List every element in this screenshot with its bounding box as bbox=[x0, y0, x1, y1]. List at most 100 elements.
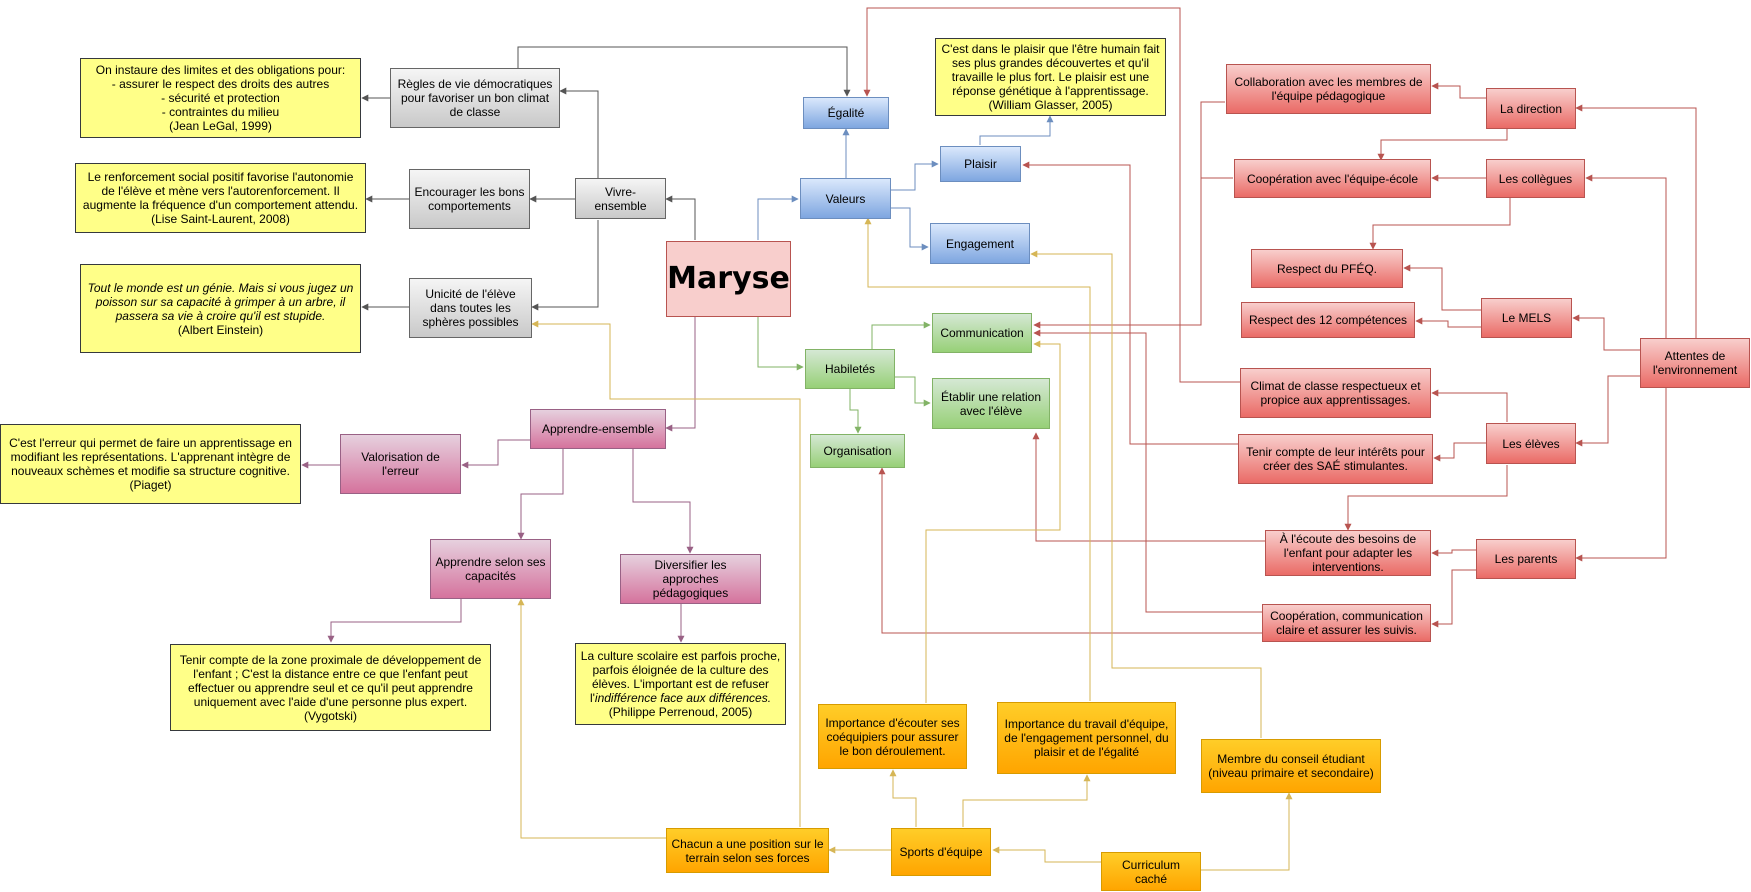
node-vivre-ensemble[interactable]: Vivre- ensemble bbox=[575, 178, 666, 219]
node-diversifier[interactable]: Diversifier les approches pédagogiques bbox=[620, 554, 761, 604]
node-label: Égalité bbox=[827, 106, 865, 120]
node-curriculum-cache[interactable]: Curriculum caché bbox=[1101, 852, 1201, 891]
note-text: Le renforcement social positif favorise … bbox=[82, 170, 359, 226]
note-vygotski: Tenir compte de la zone proximale de dév… bbox=[170, 644, 491, 731]
node-habiletes[interactable]: Habiletés bbox=[805, 349, 895, 389]
edge-apprendre-valorisation bbox=[461, 439, 530, 469]
node-label: Valorisation de l'erreur bbox=[361, 450, 440, 478]
node-collaboration[interactable]: Collaboration avec les membres de l'équi… bbox=[1226, 64, 1431, 114]
node-organisation[interactable]: Organisation bbox=[810, 434, 905, 468]
node-egalite[interactable]: Égalité bbox=[803, 97, 889, 129]
node-parents[interactable]: Les parents bbox=[1476, 539, 1576, 579]
node-direction[interactable]: La direction bbox=[1486, 88, 1576, 129]
edge-collaboration-communication bbox=[1033, 101, 1225, 329]
node-label: Les collègues bbox=[1498, 171, 1573, 186]
edge-attentes-mels bbox=[1572, 314, 1640, 351]
node-regles-de-vie[interactable]: Règles de vie démocratiques pour favoris… bbox=[390, 68, 560, 128]
node-plaisir[interactable]: Plaisir bbox=[940, 146, 1021, 182]
node-mels[interactable]: Le MELS bbox=[1481, 298, 1572, 338]
node-label: Unicité de l'élève dans toutes les sphèr… bbox=[422, 287, 519, 329]
node-capacites[interactable]: Apprendre selon ses capacités bbox=[430, 539, 551, 599]
edge-maryse-vivre bbox=[665, 195, 696, 240]
node-label: Membre du conseil étudiant (niveau prima… bbox=[1208, 752, 1374, 780]
note-text: On instaure des limites et des obligatio… bbox=[95, 63, 346, 133]
node-communication[interactable]: Communication bbox=[932, 313, 1032, 353]
node-conseil-etudiant[interactable]: Membre du conseil étudiant (niveau prima… bbox=[1201, 739, 1381, 793]
node-competences[interactable]: Respect des 12 compétences bbox=[1241, 302, 1415, 338]
note-text-part2: indifférence face aux différences. bbox=[594, 691, 772, 705]
node-valorisation-erreur[interactable]: Valorisation de l'erreur bbox=[340, 434, 461, 494]
node-label: Établir une relation avec l'élève bbox=[940, 389, 1042, 418]
node-cooperation-ecole[interactable]: Coopération avec l'équipe-école bbox=[1234, 159, 1431, 198]
node-sports-equipe[interactable]: Sports d'équipe bbox=[891, 828, 991, 876]
edge-attentes-collegues bbox=[1585, 174, 1667, 340]
edge-attentes-parents bbox=[1575, 388, 1667, 562]
edge-mels-competences bbox=[1415, 317, 1481, 328]
edge-maryse-valeurs bbox=[757, 195, 799, 240]
note-piaget: C'est l'erreur qui permet de faire un ap… bbox=[0, 424, 301, 504]
edge-travail-engagement bbox=[864, 217, 1091, 701]
node-attentes[interactable]: Attentes de l'environnement bbox=[1640, 338, 1750, 388]
node-ecoute-besoins[interactable]: À l'écoute des besoins de l'enfant pour … bbox=[1265, 530, 1431, 576]
edge-curriculum-sports bbox=[992, 846, 1101, 863]
central-node-label: Maryse bbox=[667, 261, 790, 296]
node-eleves[interactable]: Les élèves bbox=[1486, 423, 1576, 464]
edge-habiletes-relation bbox=[895, 376, 931, 407]
note-glasser: C'est dans le plaisir que l'être humain … bbox=[935, 38, 1166, 116]
node-valeurs[interactable]: Valeurs bbox=[800, 178, 891, 219]
edge-chacun-unicite bbox=[531, 320, 801, 827]
edge-attentes-direction bbox=[1575, 104, 1697, 340]
node-label: Les parents bbox=[1494, 552, 1558, 566]
edge-valeurs-plaisir bbox=[891, 160, 939, 191]
edge-climat-egalite bbox=[863, 7, 1240, 383]
node-label: Organisation bbox=[823, 444, 892, 458]
node-label: Plaisir bbox=[964, 157, 997, 171]
edge-coop-communication bbox=[1033, 329, 1262, 613]
edge-eleves-interets bbox=[1433, 442, 1486, 462]
node-label: Collaboration avec les membres de l'équi… bbox=[1234, 75, 1423, 103]
central-node-maryse[interactable]: Maryse bbox=[666, 241, 791, 317]
node-label: Diversifier les approches pédagogiques bbox=[652, 558, 729, 600]
edge-maryse-apprendre bbox=[665, 317, 696, 432]
node-label: Valeurs bbox=[825, 191, 866, 206]
edge-parents-besoins bbox=[1431, 549, 1476, 557]
node-label: Apprendre-ensemble bbox=[541, 422, 655, 436]
node-label: Communication bbox=[940, 326, 1024, 340]
node-pfeq[interactable]: Respect du PFÉQ. bbox=[1251, 249, 1403, 288]
node-unicite[interactable]: Unicité de l'élève dans toutes les sphèr… bbox=[409, 278, 532, 338]
node-label: Attentes de l'environnement bbox=[1652, 349, 1738, 377]
edge-vivre-regles bbox=[559, 87, 599, 178]
edge-direction-collaboration bbox=[1431, 82, 1486, 99]
note-quote: Tout le monde est un génie. Mais si vous… bbox=[87, 280, 354, 323]
edge-regles-egalite bbox=[517, 46, 851, 97]
node-label: Tenir compte de leur intérêts pour créer… bbox=[1246, 445, 1425, 473]
node-cooperation-parents[interactable]: Coopération, communication claire et ass… bbox=[1262, 604, 1431, 642]
edge-apprendre-diversifier bbox=[632, 449, 694, 554]
node-label: Importance du travail d'équipe, de l'eng… bbox=[1004, 717, 1169, 759]
node-climat[interactable]: Climat de classe respectueux et propice … bbox=[1240, 368, 1431, 418]
edge-curriculum-conseil bbox=[1201, 792, 1293, 871]
node-relation[interactable]: Établir une relation avec l'élève bbox=[932, 378, 1050, 429]
edge-mels-pfeq bbox=[1403, 264, 1481, 311]
edge-eleves-besoins bbox=[1344, 465, 1508, 531]
node-chacun-position[interactable]: Chacun a une position sur le terrain sel… bbox=[666, 828, 829, 873]
node-encourager[interactable]: Encourager les bons comportements bbox=[409, 169, 530, 229]
edge-habiletes-communication bbox=[871, 321, 931, 352]
edge-direction-pfeq-cooperation bbox=[1377, 129, 1508, 161]
node-ecouter[interactable]: Importance d'écouter ses coéquipiers pou… bbox=[818, 704, 967, 769]
note-text: C'est l'erreur qui permet de faire un ap… bbox=[9, 436, 292, 492]
note-author: (Albert Einstein) bbox=[177, 322, 264, 337]
node-engagement[interactable]: Engagement bbox=[930, 223, 1030, 264]
node-label: Règles de vie démocratiques pour favoris… bbox=[397, 77, 553, 119]
node-label: Respect des 12 compétences bbox=[1248, 313, 1408, 327]
node-travail-equipe[interactable]: Importance du travail d'équipe, de l'eng… bbox=[997, 702, 1176, 774]
node-interets[interactable]: Tenir compte de leur intérêts pour créer… bbox=[1238, 434, 1433, 484]
note-saint-laurent: Le renforcement social positif favorise … bbox=[75, 163, 366, 233]
note-text: Tenir compte de la zone proximale de dév… bbox=[179, 652, 482, 723]
note-text-part3: (Philippe Perrenoud, 2005) bbox=[608, 705, 753, 719]
node-label: À l'écoute des besoins de l'enfant pour … bbox=[1279, 532, 1417, 574]
node-collegues[interactable]: Les collègues bbox=[1486, 159, 1585, 198]
node-label: Coopération, communication claire et ass… bbox=[1270, 609, 1423, 637]
edge-conseil-engagement bbox=[1030, 250, 1262, 738]
node-apprendre-ensemble[interactable]: Apprendre-ensemble bbox=[530, 409, 666, 449]
